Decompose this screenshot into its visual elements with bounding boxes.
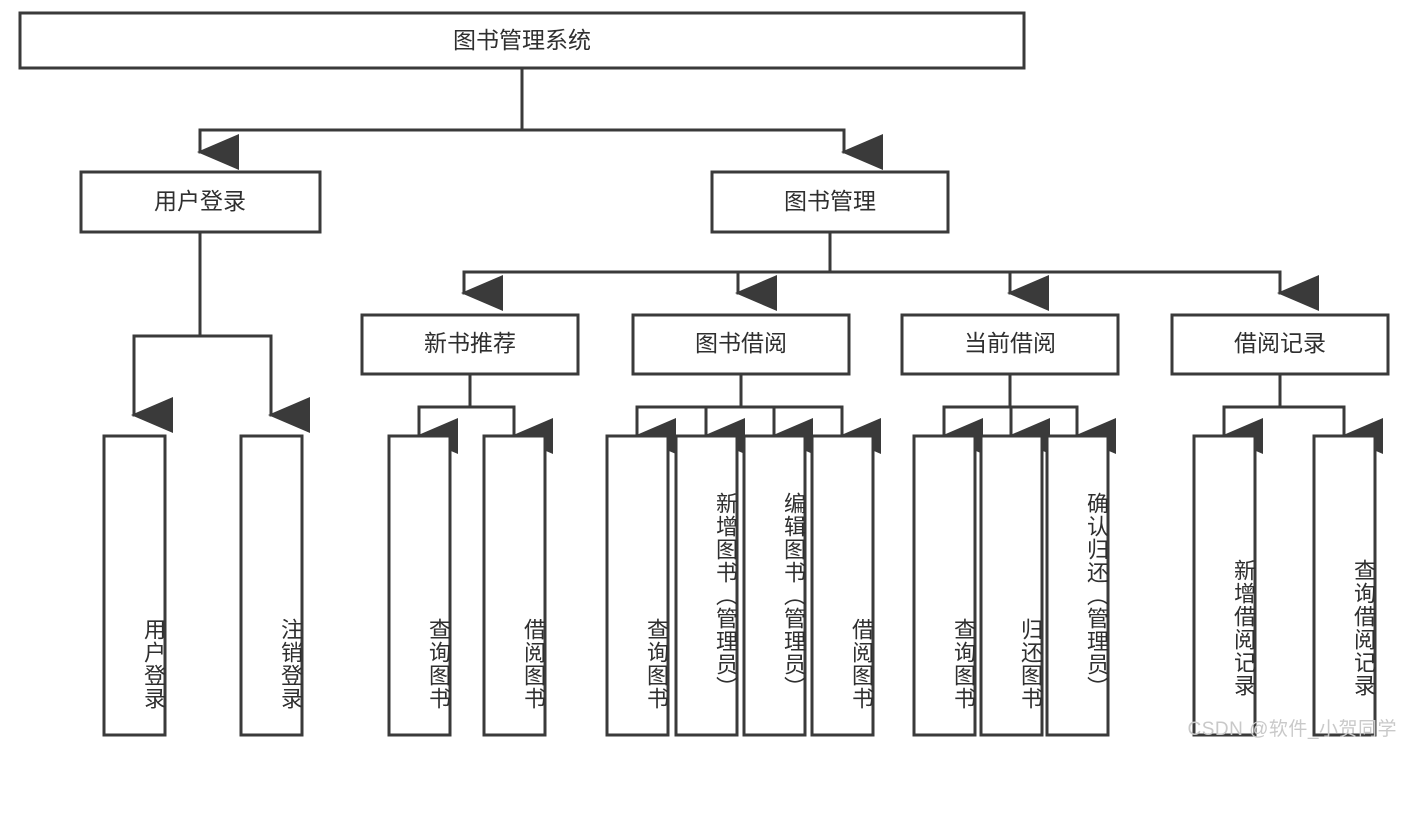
leaf-box-query-record[interactable] — [1312, 434, 1377, 737]
node-current-borrow[interactable]: 当前借阅 — [900, 313, 1120, 376]
watermark-text: CSDN @软件_小贺同学 — [1187, 719, 1397, 740]
node-borrow-record-label: 借阅记录 — [1234, 330, 1326, 356]
node-new-book-recommend[interactable]: 新书推荐 — [360, 313, 580, 376]
leaf-box-add-book[interactable] — [674, 434, 739, 737]
node-book-borrow-label: 图书借阅 — [695, 330, 787, 356]
node-root-label: 图书管理系统 — [453, 27, 591, 53]
node-current-borrow-label: 当前借阅 — [964, 330, 1056, 356]
leaf-box-user-login[interactable] — [102, 434, 167, 737]
connector-user-login-to-leaves — [131, 230, 310, 433]
leaf-box-add-record[interactable] — [1192, 434, 1257, 737]
connector-book-manage-to-level2 — [461, 230, 1319, 311]
leaf-box-query-book-2[interactable] — [605, 434, 670, 737]
leaf-box-borrow-book-2[interactable] — [810, 434, 875, 737]
connector-book-borrow-to-leaves — [634, 372, 881, 454]
leaf-box-borrow-book-1[interactable] — [482, 434, 547, 737]
leaf-box-return-book[interactable] — [979, 434, 1044, 737]
node-book-manage-label: 图书管理 — [784, 188, 876, 214]
org-chart-svg: 图书管理系统 用户登录 图书管理 — [18, 11, 1390, 737]
node-book-borrow[interactable]: 图书借阅 — [631, 313, 851, 376]
leaf-box-query-book-1[interactable] — [387, 434, 452, 737]
leaf-box-edit-book[interactable] — [742, 434, 807, 737]
leaf-box-confirm-return[interactable] — [1045, 434, 1110, 737]
connector-borrow-record-to-leaves — [1221, 372, 1383, 454]
node-user-login-label: 用户登录 — [154, 188, 246, 214]
diagram-canvas: 图书管理系统 用户登录 图书管理 — [18, 11, 1397, 740]
connector-new-book-recommend-to-leaves — [416, 372, 553, 454]
node-new-book-recommend-label: 新书推荐 — [424, 330, 516, 356]
connector-current-borrow-to-leaves — [941, 372, 1116, 454]
leaf-box-query-book-3[interactable] — [912, 434, 977, 737]
node-root[interactable]: 图书管理系统 — [18, 11, 1026, 70]
leaf-box-logout[interactable] — [239, 434, 304, 737]
node-user-login[interactable]: 用户登录 — [79, 170, 322, 234]
node-book-manage[interactable]: 图书管理 — [710, 170, 950, 234]
connector-root-to-level1 — [197, 66, 883, 170]
node-borrow-record[interactable]: 借阅记录 — [1170, 313, 1390, 376]
